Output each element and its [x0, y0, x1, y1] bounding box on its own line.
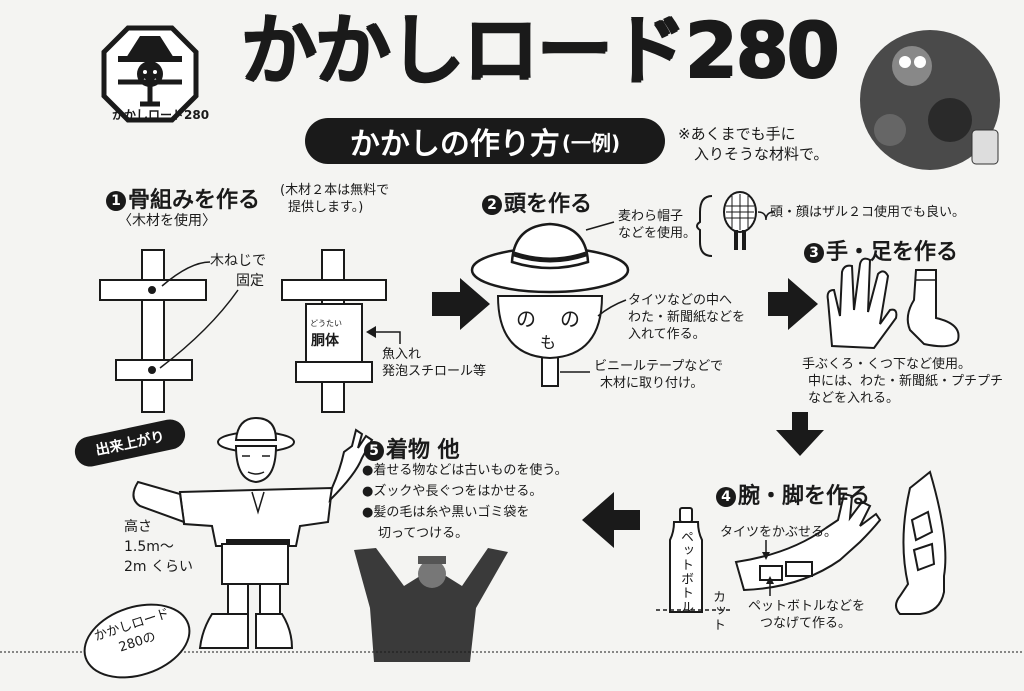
svg-text:も: も [540, 333, 556, 352]
step3-line3: などを入れる。 [808, 391, 900, 406]
materials-note-line2: 入りそうな材料で。 [694, 145, 829, 163]
step5-bullets: ●着せる物などは古いものを使う。 ●ズックや長ぐつをはかせる。 ●髪の毛は糸や黒… [362, 460, 568, 544]
step5-bullet-2: ●ズックや長ぐつをはかせる。 [362, 484, 543, 499]
step4-join-line2: つなげて作る。 [760, 616, 852, 631]
step5-number: 5 [364, 441, 384, 461]
step5-bullet-3: ●髪の毛は糸や黒いゴミ袋を [362, 505, 530, 520]
finished-height-line2: 1.5m〜 [124, 539, 174, 555]
step2-hat-line1: 麦わら帽子 [618, 209, 684, 224]
step4-tights-note: タイツをかぶせる。 [720, 525, 838, 540]
howto-sub: (一例) [561, 130, 621, 155]
scarecrow-photo-bottom [354, 548, 508, 662]
glove-drawing [826, 257, 898, 350]
step3-number: 3 [804, 243, 824, 263]
step2-number: 2 [482, 195, 502, 215]
frame-drawing-2 [281, 249, 387, 413]
step5-bullet-1: ●着せる物などは古いものを使う。 [362, 463, 568, 478]
step1-body-label: 胴体 [311, 333, 339, 349]
finished-height-line3: 2m くらい [124, 559, 193, 575]
sock-drawing [906, 269, 960, 348]
materials-note: ※あくまでも手に 入りそうな材料で。 [678, 124, 828, 164]
finished-height-line1: 高さ [124, 519, 152, 535]
leg-drawing [895, 470, 947, 615]
svg-text:の: の [516, 307, 536, 331]
head-drawing: の の も [470, 222, 630, 387]
arrow-3-to-4 [776, 412, 824, 456]
arrow-1-to-2 [432, 278, 490, 330]
step2-stuff-line1: タイツなどの中へ [628, 293, 733, 308]
scarecrow-photo-top [860, 30, 1000, 170]
step3-line1: 手ぶくろ・くつ下など使用。 [802, 357, 972, 372]
howto-banner: かかしの作り方(一例) [305, 118, 665, 164]
step1-paren-line2: 提供します。) [288, 200, 364, 215]
arrow-4-to-5 [582, 492, 640, 548]
step1-title: 骨組みを作る [128, 188, 261, 213]
step4-join-line1: ペットボトルなどを [748, 599, 866, 614]
frame-drawing-1 [99, 249, 207, 413]
step1-paren-line1: (木材２本は無料で [280, 183, 390, 198]
step2-hat-line2: などを使用。 [618, 226, 697, 241]
step3-title: 手・足を作る [826, 240, 959, 265]
step4-number: 4 [716, 487, 736, 507]
svg-text:の: の [560, 307, 580, 331]
step1-body-ruby: どうたい [310, 319, 342, 328]
step5-title: 着物 他 [386, 438, 460, 463]
step2-stuff-line2: わた・新聞紙などを [628, 310, 746, 325]
page-title: かかしロード280 [240, 5, 839, 94]
step1-number: 1 [106, 191, 126, 211]
colander-icon [723, 191, 757, 250]
step1-sub: 〈木材を使用〉 [118, 213, 216, 229]
step2-title: 頭を作る [504, 192, 593, 217]
logo-caption: かかしロード280 [112, 108, 210, 122]
step1-screw-line1: 木ねじで [210, 253, 266, 269]
step1-screw-line2: 固定 [236, 273, 264, 289]
step2-tape-line2: 木材に取り付け。 [600, 376, 704, 391]
step2-stuff-line3: 入れて作る。 [628, 327, 706, 342]
arrow-2-to-3 [768, 278, 818, 330]
step1-fill-line1: 魚入れ [382, 347, 422, 362]
step5-bullet-3b: 切ってつける。 [378, 526, 469, 541]
finished-scarecrow [132, 416, 374, 649]
materials-note-line1: ※あくまでも手に [678, 125, 796, 143]
illustration-layer: の の も [0, 25, 1024, 662]
step4-cut-label: カット [710, 590, 725, 632]
bottle-drawing [669, 507, 703, 613]
howto-main: かかしの作り方 [349, 127, 560, 162]
step4-bottle-label: ペットボトル [678, 530, 693, 614]
step2-colander-note: 頭・顔はザル２コ使用でも良い。 [770, 205, 966, 220]
step4-title: 腕・脚を作る [738, 484, 871, 509]
step2-tape-line1: ビニールテープなどで [594, 359, 723, 374]
arm-drawing [734, 492, 882, 592]
step1-fill-line2: 発泡スチロール等 [382, 364, 487, 379]
step3-line2: 中には、わた・新聞紙・プチプチ [808, 374, 1004, 389]
logo-emblem [101, 25, 199, 123]
